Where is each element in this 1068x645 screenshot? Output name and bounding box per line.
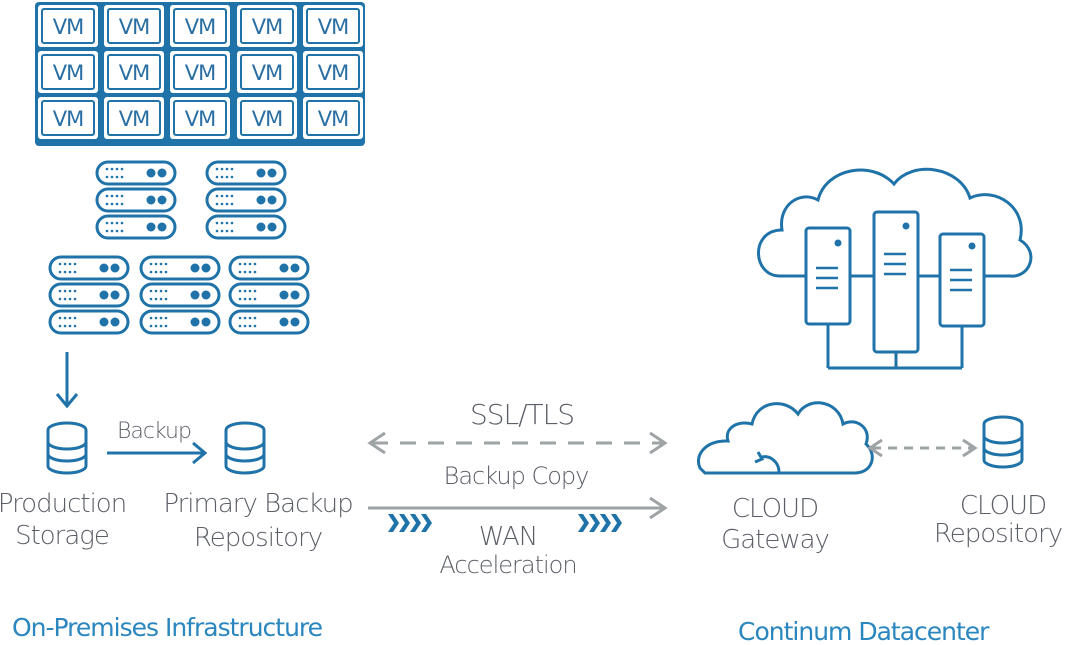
cloud-repository-database-icon [982, 415, 1024, 469]
server-unit-icon [48, 282, 130, 308]
cloud-gateway-label-line1: CLOUD [732, 494, 818, 524]
server-unit-icon [95, 160, 177, 186]
gateway-repository-arrow-icon [867, 438, 978, 458]
server-stack [95, 160, 177, 240]
vm-label: VM [318, 15, 348, 39]
primary-backup-repository-label-line1: Primary Backup [163, 489, 352, 519]
vm-label: VM [252, 61, 282, 85]
on-premises-title: On-Premises Infrastructure [12, 613, 323, 642]
server-unit-icon [228, 282, 310, 308]
vm-box-icon: VM [38, 5, 98, 47]
vm-box-icon: VM [237, 5, 297, 47]
vm-label: VM [53, 61, 83, 85]
continum-datacenter-title: Continum Datacenter [738, 617, 990, 645]
server-unit-icon [228, 255, 310, 281]
server-unit-icon [205, 214, 287, 240]
server-stack [139, 255, 221, 335]
backup-label: Backup [117, 419, 191, 444]
production-storage-label-line2: Storage [15, 521, 109, 551]
backup-copy-label: Backup Copy [444, 462, 589, 490]
vm-box-icon: VM [303, 5, 363, 47]
backup-arrow-icon [107, 441, 208, 465]
primary-backup-repository-database-icon [224, 421, 266, 475]
vm-box-icon: VM [170, 51, 230, 93]
server-unit-icon [48, 255, 130, 281]
vm-box-icon: VM [38, 51, 98, 93]
vm-box-icon: VM [170, 97, 230, 139]
vm-label: VM [53, 15, 83, 39]
vm-label: VM [318, 61, 348, 85]
server-tower-left-icon [804, 226, 852, 326]
wan-acceleration-chevrons-left-icon [388, 514, 432, 532]
vm-label: VM [119, 15, 149, 39]
vm-box-icon: VM [104, 5, 164, 47]
server-unit-icon [95, 214, 177, 240]
cloud-gateway-cloud-icon [697, 401, 874, 475]
server-unit-icon [228, 309, 310, 335]
primary-backup-repository-label-line2: Repository [194, 523, 322, 553]
server-unit-icon [139, 255, 221, 281]
production-storage-database-icon [46, 421, 88, 475]
ssl-tls-arrow-icon [367, 431, 668, 455]
vm-label: VM [185, 107, 215, 131]
server-unit-icon [139, 282, 221, 308]
server-unit-icon [205, 187, 287, 213]
server-stack [228, 255, 310, 335]
vm-label: VM [185, 15, 215, 39]
down-arrow-icon [55, 352, 79, 409]
server-unit-icon [48, 309, 130, 335]
wan-acceleration-label-line2: Acceleration [439, 551, 576, 579]
cloud-repository-label-line2: Repository [934, 519, 1062, 549]
cloud-repository-label-line1: CLOUD [960, 491, 1046, 521]
vm-box-icon: VM [303, 97, 363, 139]
server-rack-group [48, 160, 310, 335]
wan-acceleration-label-line1: WAN [479, 522, 538, 552]
vm-grid: VM VM VM VM VM VM VM VM VM VM VM VM VM VM VM [35, 2, 365, 146]
vm-label: VM [252, 107, 282, 131]
server-tower-center-icon [872, 210, 920, 354]
vm-box-icon: VM [104, 97, 164, 139]
server-stack [48, 255, 130, 335]
vm-label: VM [318, 107, 348, 131]
vm-label: VM [185, 61, 215, 85]
datacenter-connectors [826, 322, 964, 370]
server-unit-icon [139, 309, 221, 335]
backup-copy-arrow-icon [368, 496, 668, 520]
server-unit-icon [205, 160, 287, 186]
vm-label: VM [119, 61, 149, 85]
cloud-gateway-label-line2: Gateway [721, 525, 829, 555]
vm-label: VM [252, 15, 282, 39]
vm-box-icon: VM [237, 51, 297, 93]
production-storage-label-line1: Production [0, 489, 126, 519]
wan-acceleration-chevrons-right-icon [578, 514, 622, 532]
server-unit-icon [95, 187, 177, 213]
vm-label: VM [119, 107, 149, 131]
vm-box-icon: VM [170, 5, 230, 47]
vm-box-icon: VM [38, 97, 98, 139]
vm-box-icon: VM [104, 51, 164, 93]
vm-box-icon: VM [237, 97, 297, 139]
vm-label: VM [53, 107, 83, 131]
vm-box-icon: VM [303, 51, 363, 93]
server-tower-right-icon [938, 232, 986, 328]
server-stack [205, 160, 287, 240]
ssl-tls-label: SSL/TLS [470, 398, 574, 431]
